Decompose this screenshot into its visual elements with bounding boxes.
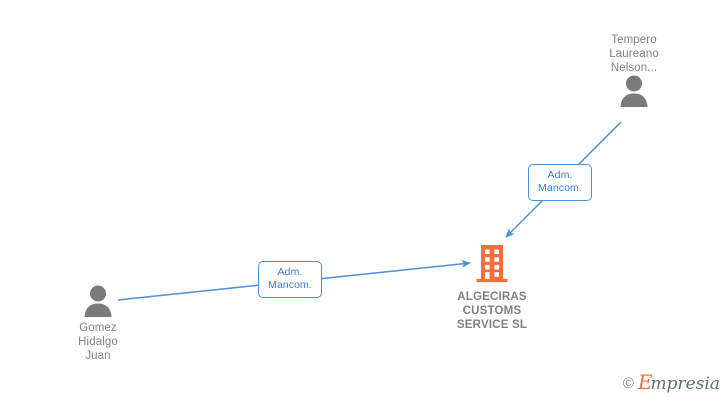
- node-company-algeciras-customs-service-sl[interactable]: ALGECIRAS CUSTOMS SERVICE SL: [412, 245, 572, 332]
- watermark-empresia: © Empresia: [623, 372, 720, 394]
- node-label-person-gomez: Gomez Hidalgo Juan: [78, 322, 118, 362]
- person-icon: [620, 75, 648, 107]
- edge-label-tempero-role[interactable]: Adm. Mancom.: [528, 164, 592, 201]
- node-label-person-tempero: Tempero Laureano Nelson...: [609, 34, 659, 74]
- node-person-tempero-laureano-nelson[interactable]: Tempero Laureano Nelson...: [574, 33, 694, 107]
- person-icon: [84, 285, 112, 317]
- node-person-gomez-hidalgo-juan[interactable]: Gomez Hidalgo Juan: [38, 285, 158, 363]
- copyright-icon: ©: [622, 374, 634, 392]
- building-icon: [476, 245, 508, 283]
- edge-label-gomez-role[interactable]: Adm. Mancom.: [258, 261, 322, 298]
- node-label-company: ALGECIRAS CUSTOMS SERVICE SL: [456, 291, 528, 331]
- watermark-brand-rest: mpresia: [650, 374, 721, 394]
- watermark-brand-initial: E: [637, 370, 653, 394]
